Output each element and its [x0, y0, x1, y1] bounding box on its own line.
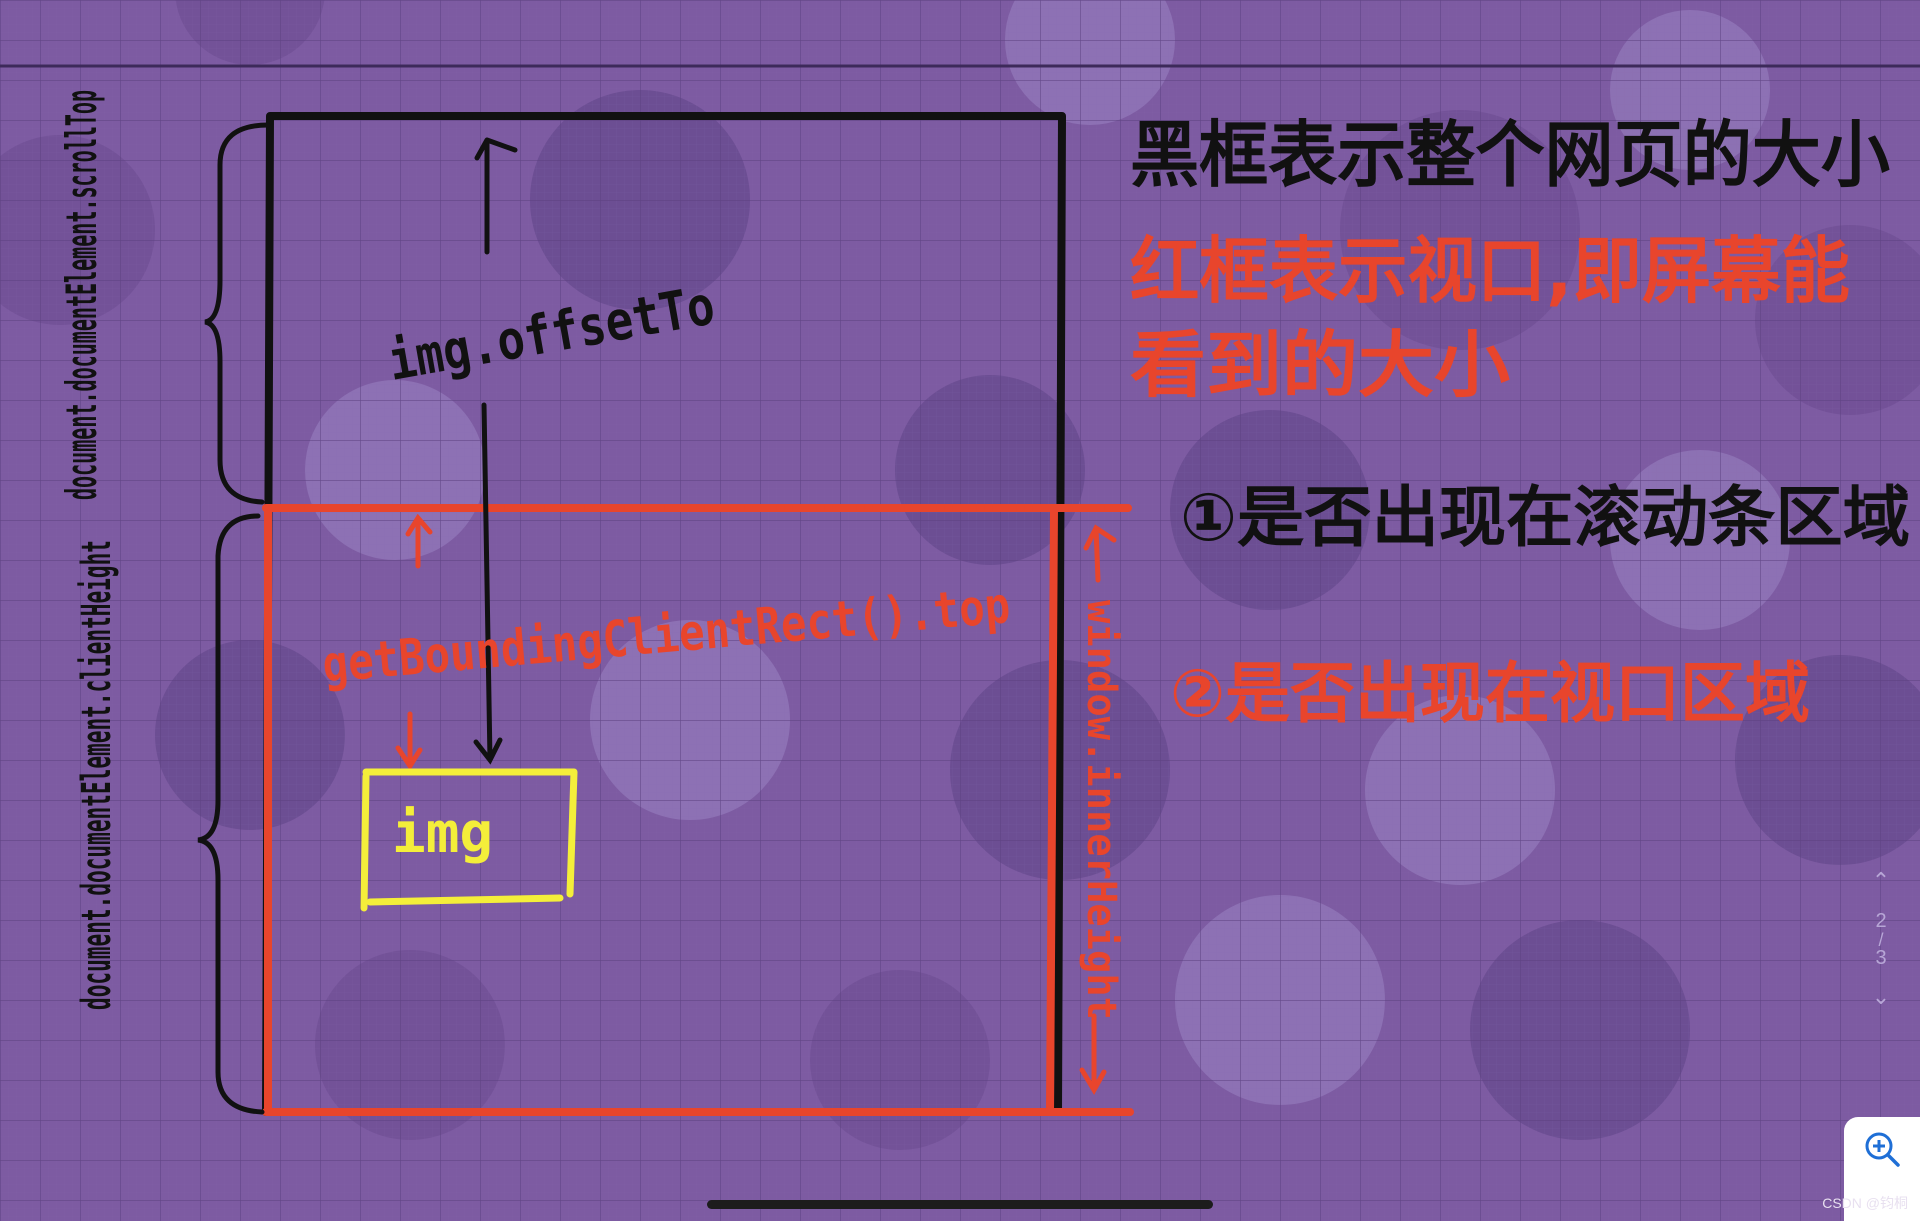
note-black-box: 黑框表示整个网页的大小: [1130, 113, 1890, 197]
note-red-box-line2: 看到的大小: [1130, 323, 1510, 407]
inner-height-arrow-down: [1079, 1013, 1107, 1095]
page-indicator: ⌃ 2 / 3 ⌄: [1868, 868, 1894, 1010]
inner-height-arrow-up: [1083, 524, 1117, 583]
page-current: 2: [1875, 910, 1887, 932]
chevron-up-icon[interactable]: ⌃: [1871, 868, 1891, 893]
offset-top-arrow-up: [474, 137, 518, 255]
watermark: CSDN @钧桐: [1822, 1195, 1908, 1211]
page-total: 3: [1875, 947, 1887, 969]
zoom-button[interactable]: [1844, 1117, 1920, 1221]
offset-top-arrow-down: [473, 402, 503, 765]
page-box: [262, 112, 1066, 1116]
viewport-box: [262, 504, 1134, 1116]
chevron-down-icon[interactable]: ⌄: [1871, 984, 1891, 1009]
note-item2: ②是否出现在视口区域: [1170, 655, 1810, 732]
inner-height-label: window.innerHeight: [1078, 600, 1124, 1020]
img-box: [360, 768, 578, 912]
page-separator: /: [1878, 930, 1884, 950]
note-red-box-line1: 红框表示视口,即屏幕能: [1130, 229, 1850, 313]
home-indicator[interactable]: [707, 1200, 1213, 1209]
bounding-top-arrow-down: [395, 711, 423, 771]
scroll-top-label: document.documentElement.scrollTop: [57, 90, 106, 500]
client-height-brace: [197, 513, 265, 1115]
note-item1: ①是否出现在滚动条区域: [1180, 479, 1910, 556]
bounding-top-arrow-up: [405, 513, 433, 569]
img-label: img: [392, 801, 493, 866]
client-height-label: document.documentElement.clientHeight: [74, 540, 120, 1010]
scroll-top-brace: [204, 122, 271, 505]
zoom-in-icon: [1865, 1132, 1900, 1167]
